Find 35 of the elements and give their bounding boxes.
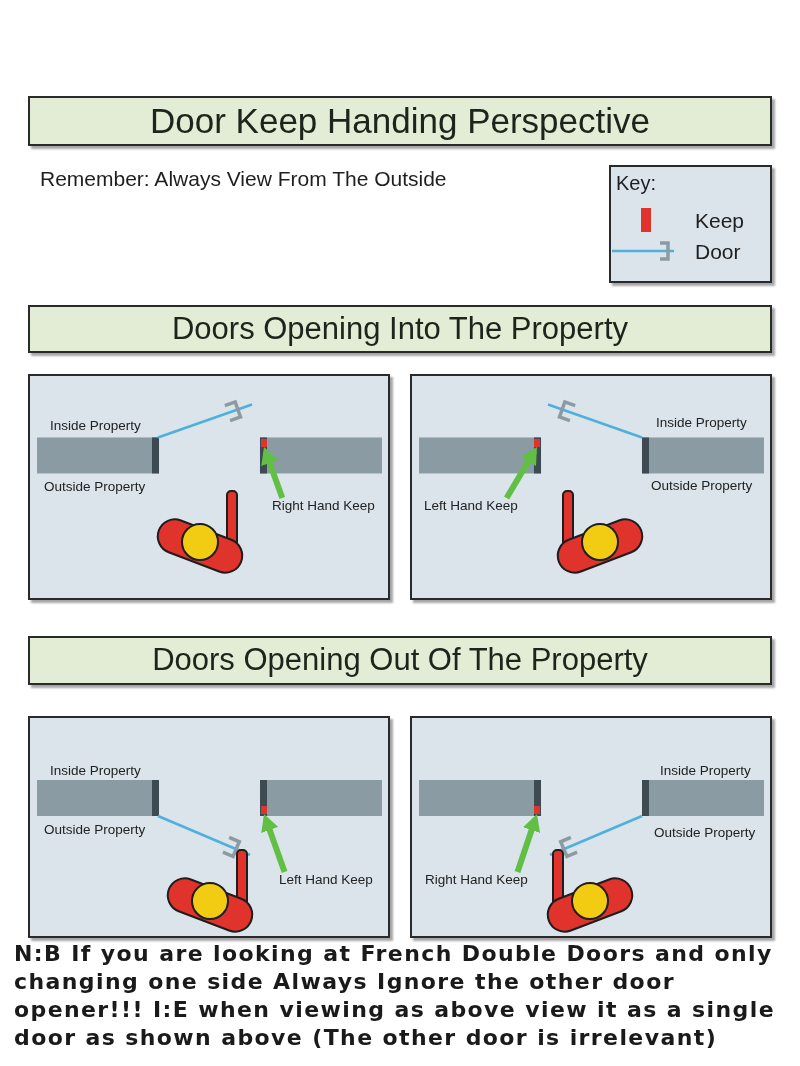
arrow (514, 813, 541, 873)
side-label: Outside Property (44, 822, 146, 838)
section-heading: Doors Opening Into The Property (171, 311, 629, 347)
keep-marker (261, 806, 267, 814)
keep-marker (534, 806, 540, 814)
note-text: N:B If you are looking at French Double Doors and only changing one side Always Ignore the other door opener!!! I:E when viewing as above view it as a single door as shown above (The other door is irrelevant) (14, 940, 776, 1052)
side-label: Outside Property (654, 825, 756, 841)
legend-label: Keep (695, 209, 745, 233)
arrow (261, 447, 286, 499)
title-text: Door Keep Handing Perspective (150, 101, 650, 141)
key-heading: Key: (616, 172, 657, 195)
side-label: Inside Property (660, 763, 751, 779)
keep-marker (261, 439, 267, 447)
side-label: Inside Property (656, 415, 747, 431)
side-label: Inside Property (50, 763, 141, 779)
diagram-panel (28, 716, 390, 938)
reminder-note: Remember: Always View From The Outside (40, 167, 447, 191)
legend-label: Door (695, 240, 741, 264)
title-banner (28, 96, 772, 146)
section-banner (28, 305, 772, 353)
diagram-panel (28, 374, 390, 600)
side-label: Inside Property (50, 418, 141, 434)
keep-label: Right Hand Keep (272, 498, 375, 514)
diagram-panel (410, 716, 772, 938)
arrow (504, 447, 537, 500)
side-label: Outside Property (44, 479, 146, 495)
arrow (261, 814, 288, 873)
section-heading: Doors Opening Out Of The Property (152, 643, 648, 678)
side-label: Outside Property (651, 478, 753, 494)
section-banner (28, 636, 772, 685)
keep-marker (534, 439, 540, 447)
keep-label: Left Hand Keep (279, 872, 373, 888)
keep-label: Left Hand Keep (424, 498, 518, 514)
keep-label: Right Hand Keep (425, 872, 528, 888)
diagram-panel (410, 374, 772, 600)
